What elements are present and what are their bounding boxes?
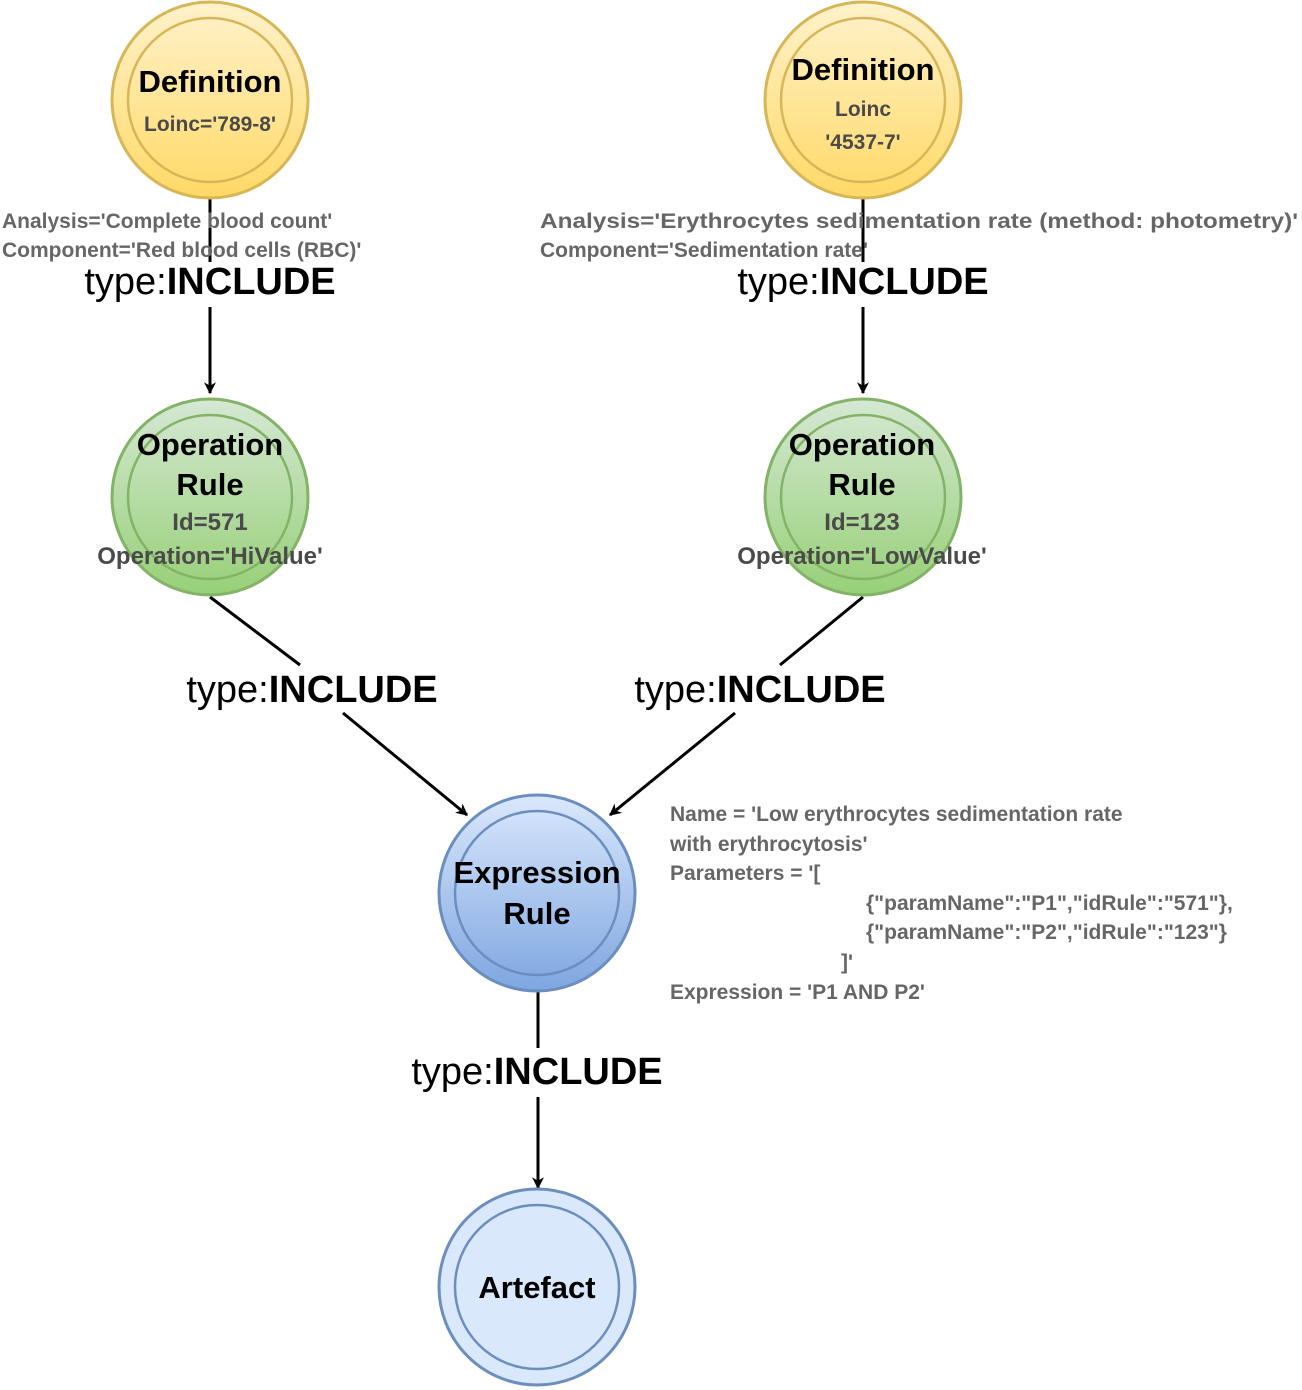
edge-label-op-right: type:INCLUDE: [634, 669, 885, 711]
node-loinc: Loinc='789-8': [144, 113, 276, 136]
node-title-line-1: Operation: [789, 427, 935, 462]
edge-op-left-to-expression: [209, 595, 468, 817]
edge-label-prefix: type:: [737, 261, 819, 303]
annotation-params-close: ]': [841, 951, 853, 974]
node-title-line-2: Rule: [828, 467, 895, 502]
annotation-component: Component='Sedimentation rate': [540, 239, 868, 262]
annotation-definition-left: Analysis='Complete blood count' Componen…: [2, 210, 361, 262]
edge-label-prefix: type:: [411, 1051, 493, 1093]
edge-label-expression: type:INCLUDE: [411, 1051, 662, 1093]
edge-label-value: INCLUDE: [820, 261, 989, 303]
node-title-line-2: Rule: [503, 896, 570, 931]
node-definition-left[interactable]: Definition Loinc='789-8': [110, 0, 310, 200]
node-title-line-1: Operation: [137, 427, 283, 462]
node-outer-circle: [763, 0, 963, 200]
node-inner-circle: [779, 413, 947, 581]
node-outer-circle: [110, 0, 310, 200]
node-outer-circle: [110, 397, 310, 597]
node-operation-rule-left[interactable]: Operation Rule Id=571 Operation='HiValue…: [97, 397, 323, 597]
annotation-parameters: Parameters = '[: [670, 862, 820, 885]
edge-line-segment: [779, 595, 864, 667]
node-operation-rule-right[interactable]: Operation Rule Id=123 Operation='LowValu…: [737, 397, 987, 597]
annotation-analysis: Analysis='Complete blood count': [2, 210, 332, 233]
edge-label-value: INCLUDE: [717, 669, 886, 711]
node-operation: Operation='LowValue': [737, 543, 986, 570]
annotation-component: Component='Red blood cells (RBC)': [2, 239, 361, 262]
node-inner-circle: [453, 809, 621, 977]
edge-label-def-right: type:INCLUDE: [737, 261, 988, 303]
edge-arrow: [609, 711, 736, 817]
edge-line-segment: [209, 595, 301, 667]
node-expression-rule[interactable]: Expression Rule: [437, 793, 637, 993]
node-title-line-2: Rule: [176, 467, 243, 502]
edge-label-op-left: type:INCLUDE: [186, 669, 437, 711]
annotation-param-p1: {"paramName":"P1","idRule":"571"},: [866, 892, 1233, 915]
node-loinc-code: '4537-7': [825, 131, 900, 154]
node-outer-circle: [437, 793, 637, 993]
edge-op-right-to-expression: [609, 595, 864, 817]
node-id: Id=571: [172, 509, 247, 536]
node-inner-circle: [779, 16, 947, 184]
node-title: Artefact: [478, 1270, 595, 1305]
node-loinc-label: Loinc: [835, 98, 891, 121]
annotation-name-cont: with erythrocytosis': [669, 833, 868, 856]
node-operation: Operation='HiValue': [97, 543, 322, 570]
edge-label-prefix: type:: [186, 669, 268, 711]
node-outer-circle: [437, 1187, 637, 1387]
node-title-line-1: Expression: [453, 855, 620, 890]
node-inner-circle: [126, 16, 294, 184]
node-title: Definition: [139, 64, 282, 99]
node-inner-circle: [126, 413, 294, 581]
annotation-analysis: Analysis='Erythrocytes sedimentation rat…: [540, 210, 1298, 233]
node-definition-right[interactable]: Definition Loinc '4537-7': [763, 0, 963, 200]
edge-label-value: INCLUDE: [167, 261, 336, 303]
edge-label-value: INCLUDE: [269, 669, 438, 711]
edge-label-prefix: type:: [84, 261, 166, 303]
node-title: Definition: [792, 52, 935, 87]
edge-label-value: INCLUDE: [494, 1051, 663, 1093]
annotation-name: Name = 'Low erythrocytes sedimentation r…: [670, 803, 1123, 826]
annotation-param-p2: {"paramName":"P2","idRule":"123"}: [866, 921, 1227, 944]
annotation-definition-right: Analysis='Erythrocytes sedimentation rat…: [540, 210, 1298, 262]
node-inner-circle: [453, 1203, 621, 1371]
edge-arrow: [342, 711, 468, 817]
annotation-expression-formula: Expression = 'P1 AND P2': [670, 981, 925, 1004]
node-id: Id=123: [824, 509, 899, 536]
node-outer-circle: [763, 397, 963, 597]
node-artefact[interactable]: Artefact: [437, 1187, 637, 1387]
edge-label-def-left: type:INCLUDE: [84, 261, 335, 303]
annotation-expression: Name = 'Low erythrocytes sedimentation r…: [669, 803, 1233, 1004]
edge-label-prefix: type:: [634, 669, 716, 711]
